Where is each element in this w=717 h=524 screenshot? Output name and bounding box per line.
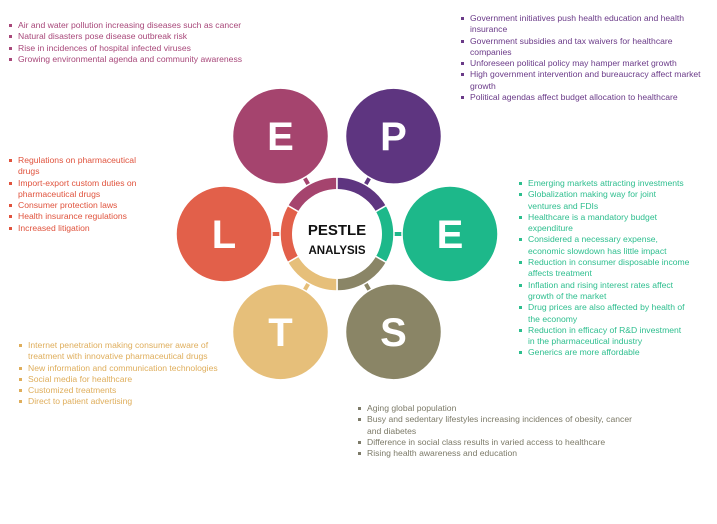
list-item: Difference in social class results in va… — [357, 437, 647, 448]
social-letter: S — [380, 311, 407, 355]
list-item: Rising health awareness and education — [357, 448, 647, 459]
political-list: Government initiatives push health educa… — [460, 13, 710, 103]
political-letter: P — [380, 115, 407, 159]
list-item: Globalization making way for joint ventu… — [518, 189, 690, 212]
technological-list: Internet penetration making consumer awa… — [18, 340, 243, 408]
legal-circle — [175, 185, 273, 283]
list-item: Growing environmental agenda and communi… — [8, 54, 298, 65]
list-item: Import-export custom duties on pharmaceu… — [8, 178, 158, 201]
list-item: Unforeseen political policy may hamper m… — [460, 58, 710, 69]
list-item: Considered a necessary expense, economic… — [518, 234, 690, 257]
list-item: Natural disasters pose disease outbreak … — [8, 31, 298, 42]
list-item: Generics are more affordable — [518, 347, 690, 358]
technological-letter: T — [268, 311, 292, 355]
economic-letter: E — [437, 213, 464, 257]
list-item: Rise in incidences of hospital infected … — [8, 43, 298, 54]
list-item: Political agendas affect budget allocati… — [460, 92, 710, 103]
list-item: Inflation and rising interest rates affe… — [518, 280, 690, 303]
economic-circle — [401, 185, 499, 283]
center-title: PESTLE — [308, 222, 366, 239]
list-item: Government subsidies and tax waivers for… — [460, 36, 710, 59]
center-circle — [292, 189, 382, 279]
social-circle — [344, 283, 443, 381]
environmental-circle — [231, 87, 330, 185]
list-item: Social media for healthcare — [18, 374, 243, 385]
list-item: Busy and sedentary lifestyles increasing… — [357, 414, 647, 437]
list-item: New information and communication techno… — [18, 363, 243, 374]
list-item: Consumer protection laws — [8, 200, 158, 211]
center-subtitle: ANALYSIS — [308, 245, 365, 257]
environmental-letter: E — [267, 115, 294, 159]
list-item: Increased litigation — [8, 223, 158, 234]
list-item: Customized treatments — [18, 385, 243, 396]
list-item: High government intervention and bureauc… — [460, 69, 710, 92]
list-item: Air and water pollution increasing disea… — [8, 20, 298, 31]
environmental-list: Air and water pollution increasing disea… — [8, 20, 298, 65]
list-item: Health insurance regulations — [8, 211, 158, 222]
list-item: Emerging markets attracting investments — [518, 178, 690, 189]
list-item: Regulations on pharmaceutical drugs — [8, 155, 158, 178]
list-item: Drug prices are also affected by health … — [518, 302, 690, 325]
list-item: Aging global population — [357, 403, 647, 414]
list-item: Government initiatives push health educa… — [460, 13, 710, 36]
list-item: Direct to patient advertising — [18, 396, 243, 407]
list-item: Healthcare is a mandatory budget expendi… — [518, 212, 690, 235]
technological-circle — [231, 283, 330, 381]
political-circle — [344, 87, 443, 185]
list-item: Reduction in efficacy of R&D investment … — [518, 325, 690, 348]
list-item: Internet penetration making consumer awa… — [18, 340, 243, 363]
legal-letter: L — [212, 213, 236, 257]
list-item: Reduction in consumer disposable income … — [518, 257, 690, 280]
